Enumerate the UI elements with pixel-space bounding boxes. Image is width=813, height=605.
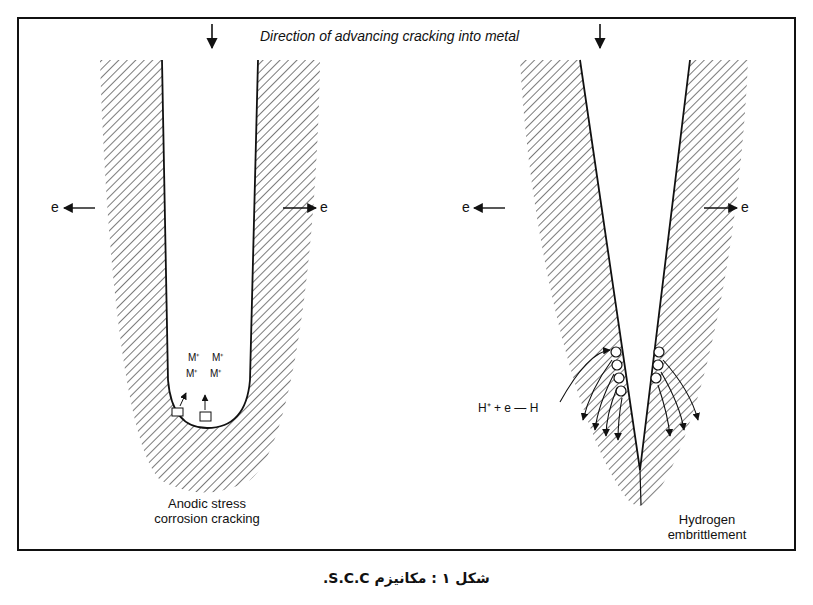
electron-label: e: [49, 199, 61, 215]
figure-caption: شکل ۱ : مکانیزم S.C.C.: [321, 570, 492, 586]
crack-wall: [580, 60, 690, 470]
crack-wall: [162, 60, 258, 428]
dissolving-atom: [200, 412, 211, 421]
crack-opening: [580, 60, 690, 470]
stress-arrow: [474, 207, 505, 208]
metal-ion-label: M⁺: [184, 368, 199, 380]
electron-label: e: [739, 199, 751, 215]
reaction-label: H⁺ + e — H: [476, 402, 540, 416]
stress-arrow: [283, 207, 316, 208]
mechanism-label: Hydrogen embrittlement: [650, 513, 764, 543]
crack-tip: [640, 470, 641, 505]
electron-label: e: [318, 199, 330, 215]
direction-arrow: [599, 24, 601, 48]
ion-arrow: [180, 393, 186, 406]
metal-ion-label: M⁺: [208, 368, 223, 380]
dissolving-atom: [172, 408, 183, 416]
metal-hatching: [100, 60, 320, 493]
direction-arrow: [211, 24, 213, 48]
diffusion-arrows: [560, 350, 698, 440]
metal-ion-label: M⁺: [186, 352, 201, 364]
figure-frame: [18, 18, 795, 550]
metal-ion-label: M⁺: [210, 352, 225, 364]
electron-label: e: [460, 199, 472, 215]
stress-arrow: [704, 207, 737, 208]
crack-opening: [162, 60, 258, 428]
hydrogen-atoms: [611, 347, 664, 396]
direction-label: Direction of advancing cracking into met…: [258, 28, 521, 44]
ion-arrow: [205, 395, 206, 410]
metal-hatching: [520, 60, 748, 506]
mechanism-label: Anodic stress corrosion cracking: [140, 497, 274, 527]
stress-arrow: [64, 207, 95, 208]
